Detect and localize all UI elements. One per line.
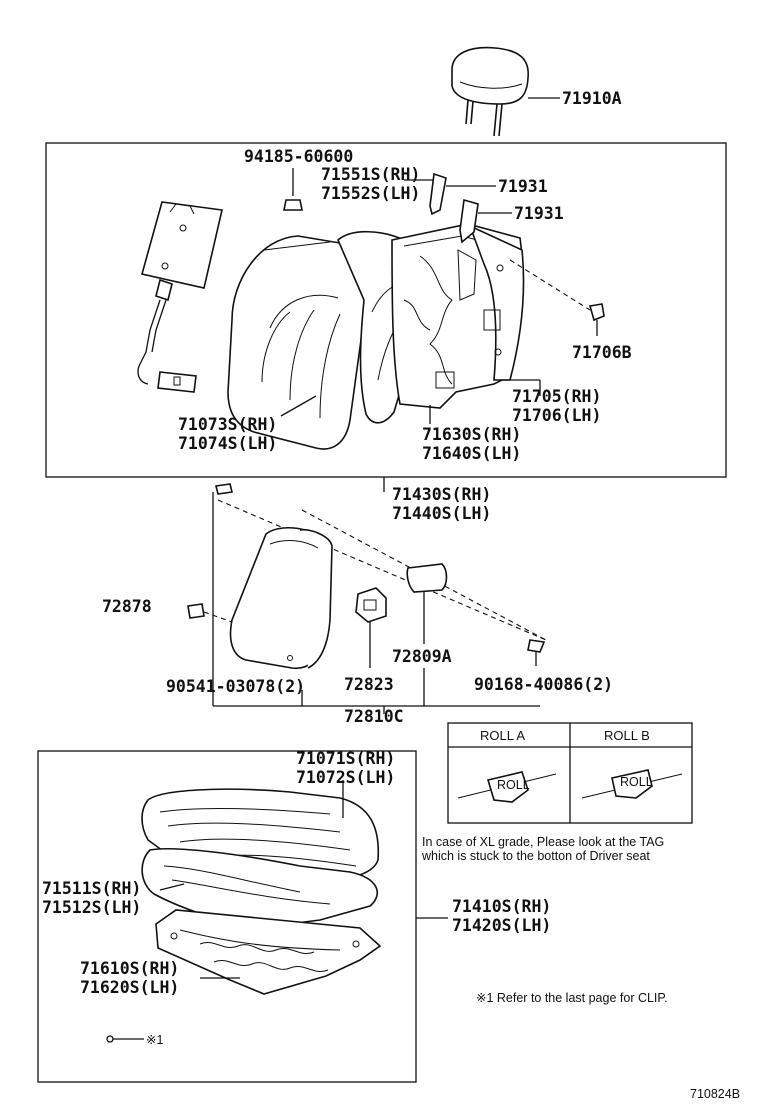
cushion-frame — [155, 909, 382, 995]
label-armrest-screw: 90168-40086(2) — [474, 675, 613, 694]
roll-a-tag: ROLL — [457, 771, 557, 803]
label-cushion-frame-lh: 71620S(LH) — [80, 978, 179, 997]
label-clip-a: 71931 — [498, 177, 548, 196]
label-back-assy-lh: 71440S(LH) — [392, 504, 491, 523]
label-cushion-pad-lh: 71512S(LH) — [42, 898, 141, 917]
label-frame-rh: 71705(RH) — [512, 387, 601, 406]
seatback-group-box — [45, 142, 727, 478]
bolt-top — [283, 168, 303, 211]
label-headrest: 71910A — [562, 89, 622, 108]
label-clip-b: 71931 — [514, 204, 564, 223]
label-cushion-pad-rh: 71511S(RH) — [42, 879, 141, 898]
svg-text:ROLL: ROLL — [497, 778, 530, 792]
label-armrest-bolt: 90541-03078(2) — [166, 677, 305, 696]
label-cushion-frame-rh: 71610S(RH) — [80, 959, 179, 978]
clip-b — [459, 198, 479, 244]
label-armrest-cover: 72809A — [392, 647, 452, 666]
note-clip: ※1 Refer to the last page for CLIP. — [476, 991, 668, 1005]
label-armrest-bracket: 72823 — [344, 675, 394, 694]
roll-a-header: ROLL A — [480, 728, 525, 743]
note-xl-line2: which is stuck to the botton of Driver s… — [421, 849, 650, 863]
side-panel-harness — [137, 201, 223, 393]
cushion-group-box — [37, 750, 417, 1083]
label-cushion-assy-rh: 71410S(RH) — [452, 897, 551, 916]
armrest — [229, 526, 333, 669]
label-clip-lh: 71552S(LH) — [321, 184, 420, 203]
diagram-id: 710824B — [690, 1087, 740, 1101]
cushion-pad — [141, 848, 379, 929]
clip-marker-label: ※1 — [146, 1033, 163, 1047]
label-cushion-assy-lh: 71420S(LH) — [452, 916, 551, 935]
armrest-screw — [527, 639, 546, 666]
label-cushion-cover-lh: 71072S(LH) — [296, 768, 395, 787]
label-armrest-assy: 72810C — [344, 707, 404, 726]
armrest-cap — [187, 603, 205, 619]
label-pad-back-lh: 71640S(LH) — [422, 444, 521, 463]
grommet — [588, 303, 605, 336]
armrest-bracket — [355, 587, 387, 623]
armrest-bolt — [215, 483, 233, 495]
clip-marker — [106, 1035, 144, 1043]
label-frame-lh: 71706(LH) — [512, 406, 601, 425]
label-pad-back-rh: 71630S(RH) — [422, 425, 521, 444]
headrest — [451, 46, 529, 137]
label-cover-back-lh: 71074S(LH) — [178, 434, 277, 453]
armrest-cover — [406, 563, 448, 593]
seatback-cover — [227, 235, 369, 450]
label-armrest-cap: 72878 — [102, 597, 152, 616]
label-clip-rh: 71551S(RH) — [321, 165, 420, 184]
label-grommet: 71706B — [572, 343, 632, 362]
clip-a — [429, 172, 447, 216]
svg-text:ROLL: ROLL — [620, 775, 653, 789]
label-back-assy-rh: 71430S(RH) — [392, 485, 491, 504]
label-cushion-cover-rh: 71071S(RH) — [296, 749, 395, 768]
label-bolt-top: 94185-60600 — [244, 147, 353, 166]
roll-b-header: ROLL B — [604, 728, 650, 743]
roll-b-tag: ROLL — [581, 769, 683, 799]
label-cover-back-rh: 71073S(RH) — [178, 415, 277, 434]
note-xl-line1: In case of XL grade, Please look at the … — [422, 835, 664, 849]
roll-table: ROLL A ROLL B ROLL ROLL — [447, 722, 693, 824]
